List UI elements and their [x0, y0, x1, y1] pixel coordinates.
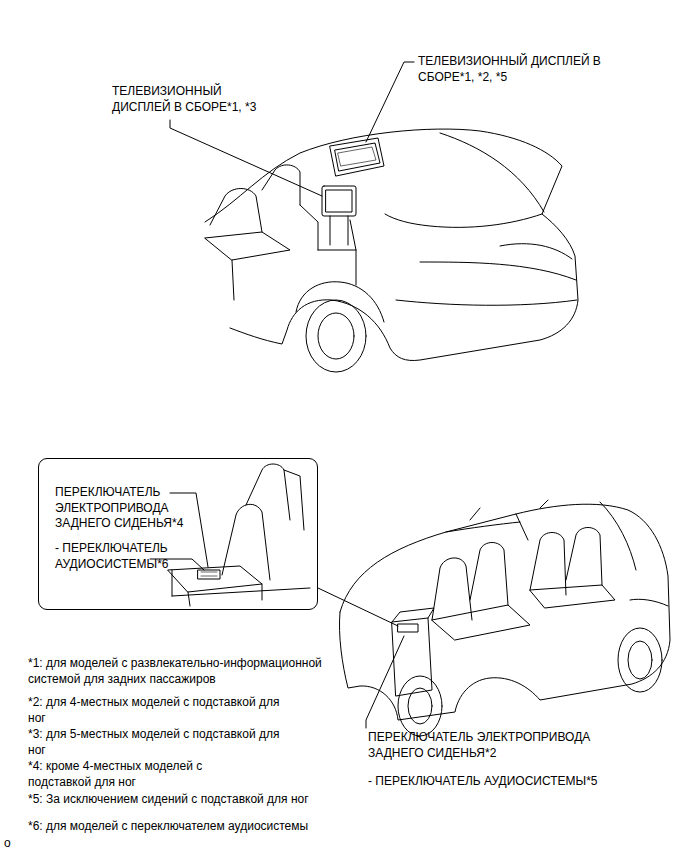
footnote: *2: для 4-местных моделей с подставкой д…: [28, 695, 280, 726]
footnote: *4: кроме 4-местных моделей с подставкой…: [28, 759, 233, 790]
inset-pointer: [318, 588, 398, 626]
footnote: *1: для моделей с развлекательно-информа…: [28, 656, 356, 687]
part-label: ТЕЛЕВИЗИОННЫЙ ДИСПЛЕЙ В СБОРЕ*1, *3: [112, 84, 272, 115]
footnote: *3: для 5-местных моделей с подставкой д…: [28, 727, 280, 758]
footnote: *5: За исключением сидений с подставкой …: [28, 792, 368, 808]
inset-box: ПЕРЕКЛЮЧАТЕЛЬ ЭЛЕКТРОПРИВОДА ЗАДНЕГО СИД…: [38, 458, 318, 610]
part-label: ТЕЛЕВИЗИОННЫЙ ДИСПЛЕЙ В СБОРЕ*1, *2, *5: [418, 54, 633, 85]
car-front-view: [339, 500, 670, 736]
footnote: *6: для моделей с переключателем аудиоси…: [28, 819, 368, 835]
part-label: - ПЕРЕКЛЮЧАТЕЛЬ АУДИОСИСТЕМЫ*5: [368, 774, 668, 790]
part-label: ПЕРЕКЛЮЧАТЕЛЬ ЭЛЕКТРОПРИВОДА ЗАДНЕГО СИД…: [55, 485, 195, 532]
part-label: ПЕРЕКЛЮЧАТЕЛЬ ЭЛЕКТРОПРИВОДА ЗАДНЕГО СИД…: [368, 730, 638, 761]
part-label: - ПЕРЕКЛЮЧАТЕЛЬ АУДИОСИСТЕМЫ*6: [55, 541, 195, 572]
inset-seat: [150, 464, 310, 606]
figure-code: o: [4, 836, 24, 852]
